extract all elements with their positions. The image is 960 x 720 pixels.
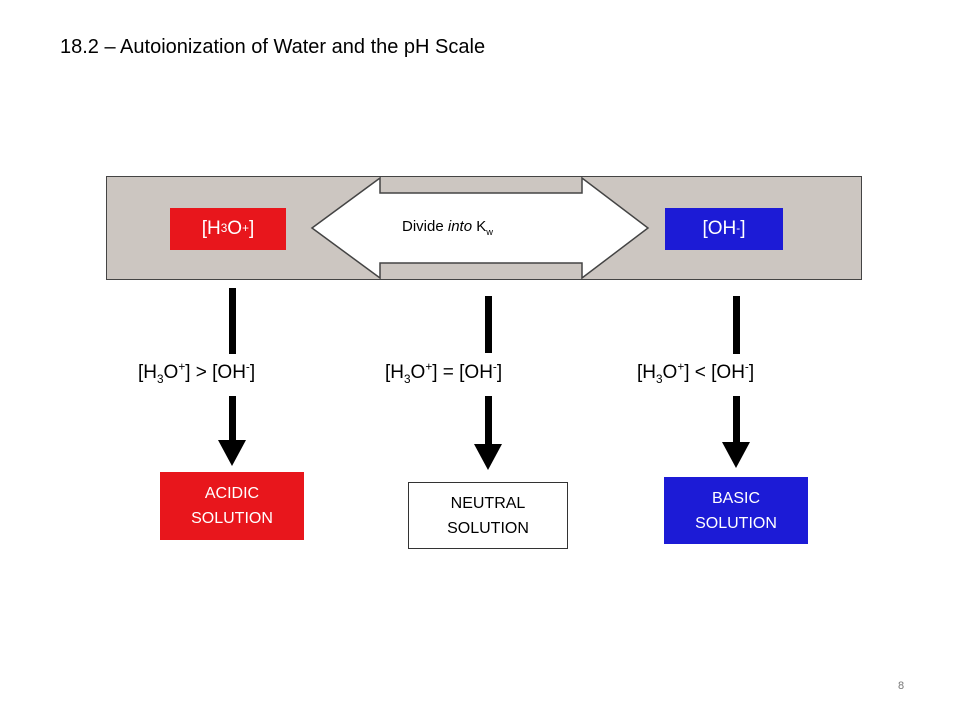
divide-into-kw-double-arrow [310, 176, 650, 280]
hydroxide-concentration-box: [OH-] [665, 208, 783, 250]
basic-comparison-label: [H3O+] < [OH-] [637, 360, 755, 386]
acidic-arrow-shaft [229, 396, 236, 440]
acidic-line2: SOLUTION [191, 510, 273, 527]
divide-into-kw-label: Divide into Kw [402, 218, 493, 237]
neutral-arrow-shaft [485, 396, 492, 444]
acidic-line1: ACIDIC [204, 485, 260, 502]
basic-connector-bar [733, 296, 740, 354]
neutral-line2: SOLUTION [447, 519, 529, 537]
acidic-arrow-head [218, 440, 246, 466]
page-number: 8 [898, 680, 905, 692]
acidic-comparison-label: [H3O+] > [OH-] [138, 360, 256, 386]
neutral-connector-bar [485, 296, 492, 353]
slide-title: 18.2 – Autoionization of Water and the p… [60, 36, 486, 58]
basic-line2: SOLUTION [695, 514, 777, 532]
basic-line1: BASIC [711, 489, 760, 507]
neutral-solution-box: NEUTRAL SOLUTION [408, 482, 568, 549]
basic-arrow-head [722, 442, 750, 468]
acidic-solution-box: ACIDIC SOLUTION [160, 472, 304, 540]
neutral-line1: NEUTRAL [450, 494, 526, 512]
neutral-comparison-label: [H3O+] = [OH-] [385, 360, 503, 386]
basic-solution-box: BASIC SOLUTION [664, 477, 808, 544]
basic-arrow-shaft [733, 396, 740, 442]
acidic-connector-bar [229, 288, 236, 354]
neutral-arrow-head [474, 444, 502, 470]
